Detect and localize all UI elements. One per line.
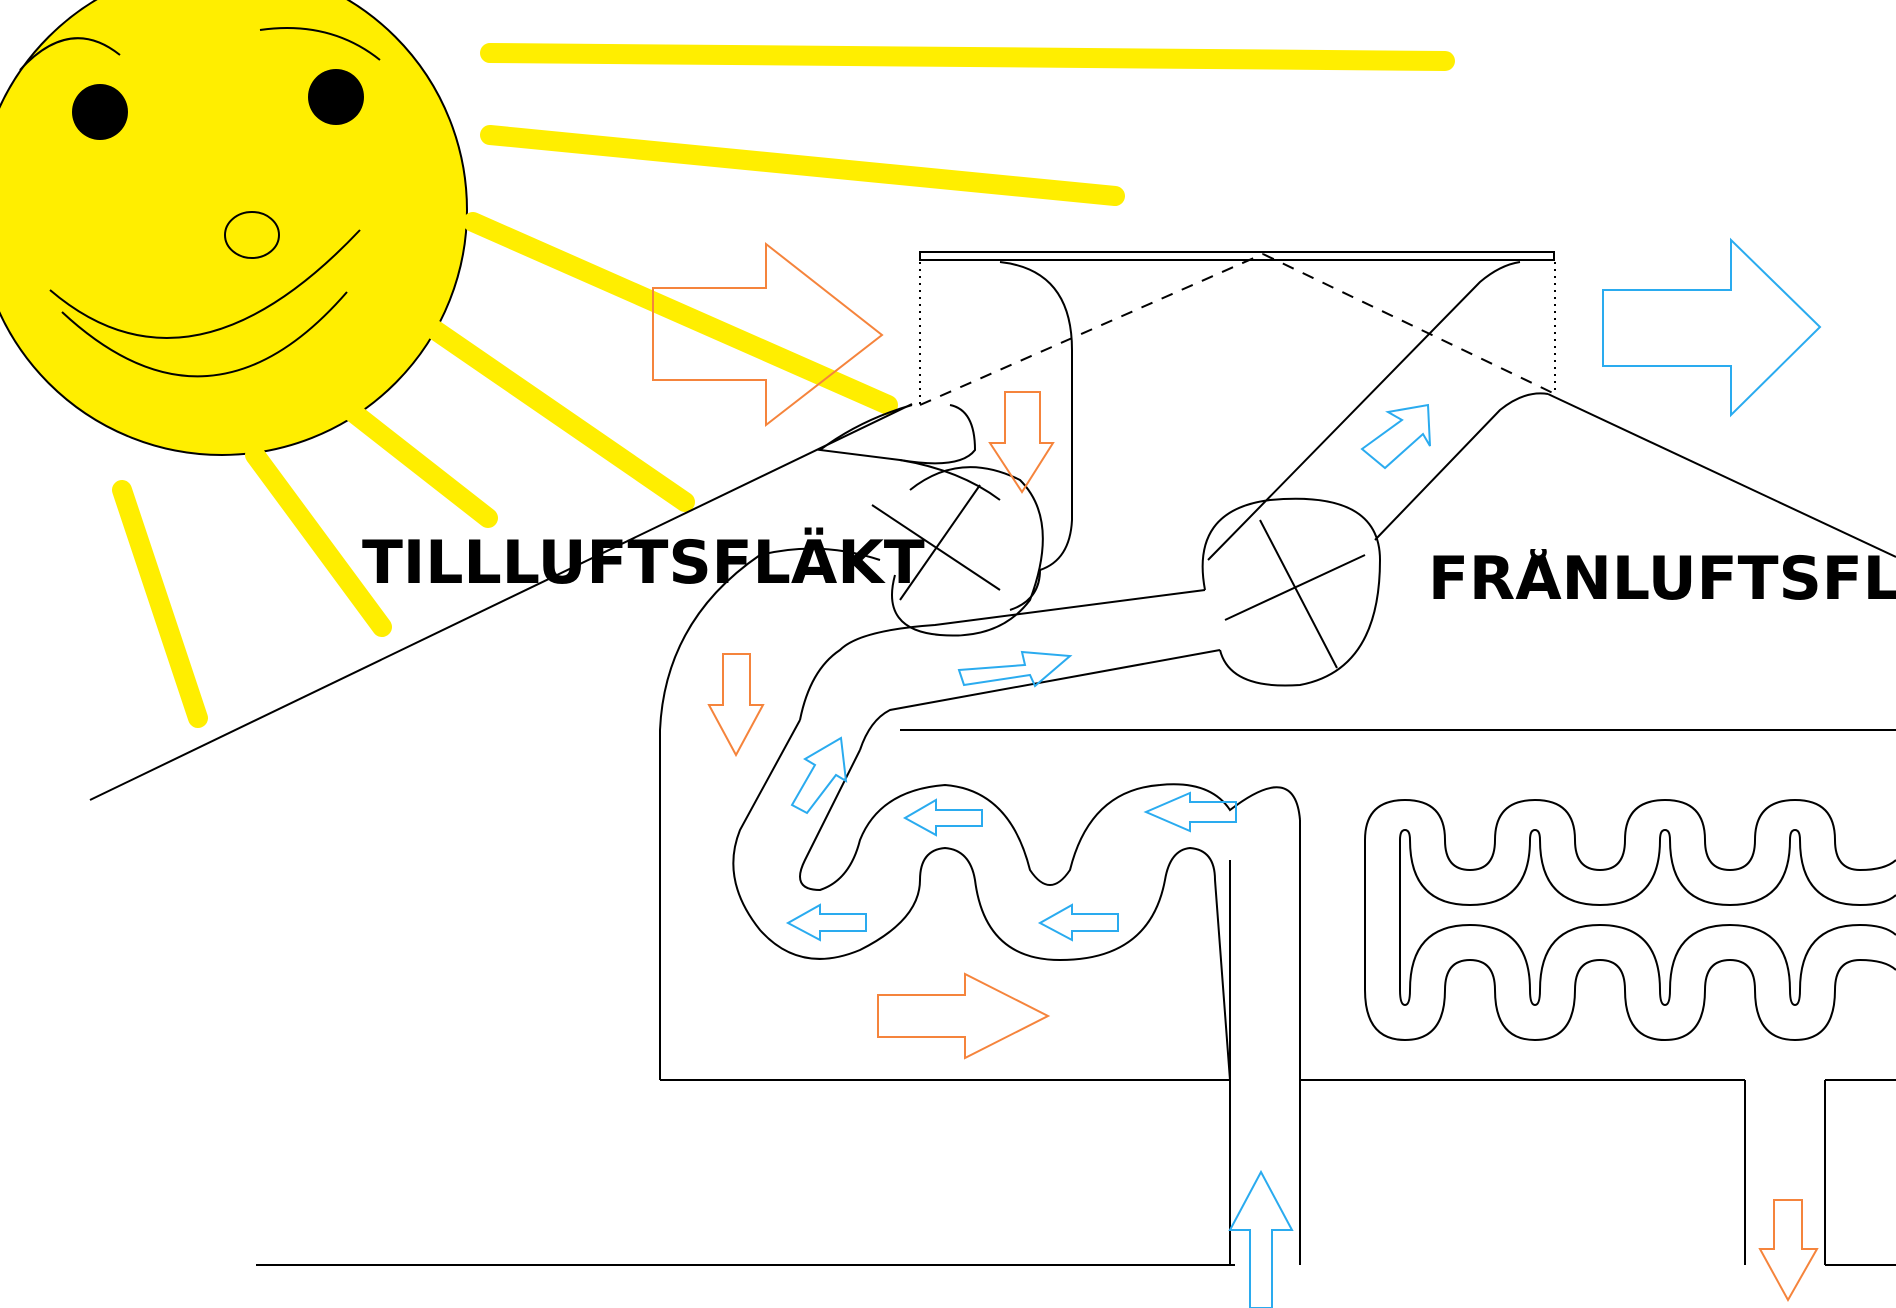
house-outline <box>89 251 1896 1266</box>
cold-arrow-coil-3 <box>1037 903 1119 942</box>
cold-arrow-exhaust-diagonal <box>1360 403 1431 470</box>
warm-arrow-intake <box>652 241 884 428</box>
cold-arrow-exhaust-out <box>1602 237 1822 418</box>
warm-arrow-room-down <box>707 653 765 758</box>
exhaust-fan-blade-b <box>1259 519 1338 669</box>
cold-arrow-between-fans <box>957 650 1073 688</box>
cold-arrow-coil-4 <box>785 903 867 942</box>
warm-arrow-room-right <box>877 972 1051 1060</box>
exhaust-fan-label: FRÅNLUFTSFLÄKT <box>1428 549 1896 609</box>
heat-exchanger-coil-upper <box>1364 798 1896 907</box>
roof-line-left <box>89 403 913 801</box>
attic-top-plate <box>919 251 1555 261</box>
sun-icon <box>0 0 468 456</box>
warm-arrow-supply-duct <box>988 391 1055 494</box>
supply-fan-blade-b <box>899 484 981 601</box>
cold-arrow-ground-up <box>1228 1169 1294 1308</box>
sun-rays <box>112 43 1455 728</box>
cold-arrow-up-left <box>790 736 848 815</box>
cold-arrow-coil-2 <box>902 798 983 837</box>
warm-arrow-ground-down <box>1758 1199 1819 1303</box>
cold-arrow-coil-1 <box>1143 791 1237 833</box>
supply-fan-label: TILLLUFTSFLÄKT <box>362 528 925 598</box>
heat-exchanger-coil-lower <box>1364 870 1896 1042</box>
roof-line-right <box>1547 393 1896 558</box>
